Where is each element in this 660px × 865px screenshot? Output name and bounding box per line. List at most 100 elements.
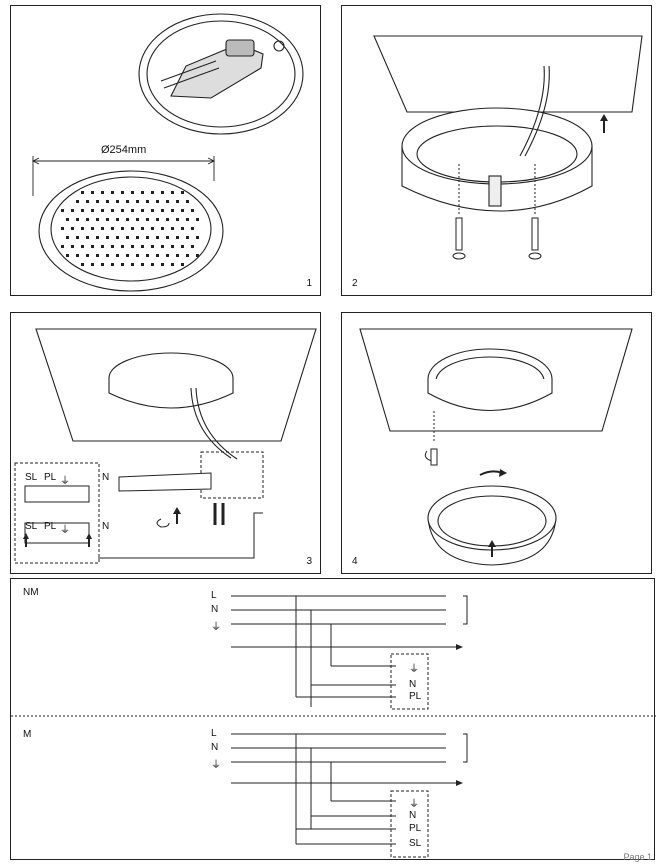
perforation-dot (121, 263, 124, 266)
nm-terminal-pl: PL (409, 691, 422, 702)
terminal-label-earth: ⏚ (60, 476, 70, 487)
perforation-dot (166, 218, 169, 221)
panel-number: 1 (306, 278, 312, 289)
perforation-dot (96, 254, 99, 257)
m-line-earth: ⏚ (211, 760, 221, 771)
perforation-dot (176, 236, 179, 239)
perforation-dot (171, 263, 174, 266)
perforation-dot (111, 209, 114, 212)
perforation-dot (126, 200, 129, 203)
perforation-dot (116, 200, 119, 203)
m-terminal-n: N (409, 810, 417, 821)
perforation-dot (141, 263, 144, 266)
reflector-plate-icon (38, 170, 224, 292)
perforation-dot (66, 254, 69, 257)
perforation-dot (66, 218, 69, 221)
panel-1: 1 Ø254mm (10, 5, 321, 296)
perforation-dot (76, 218, 79, 221)
perforation-dot (91, 191, 94, 194)
perforation-dot (146, 236, 149, 239)
perforation-dot (131, 191, 134, 194)
perforation-dot (126, 218, 129, 221)
perforation-dot (166, 254, 169, 257)
perforation-dot (171, 191, 174, 194)
perforation-dot (86, 254, 89, 257)
ceiling-plate-icon (373, 35, 643, 113)
perforation-dot (76, 254, 79, 257)
m-title: M (23, 729, 32, 740)
perforation-dot (111, 263, 114, 266)
terminal-block-icon (24, 485, 90, 544)
perforation-dot (146, 218, 149, 221)
perforation-dot (76, 200, 79, 203)
page-footer: Page 1 (623, 852, 652, 862)
perforation-dot (96, 218, 99, 221)
nm-line-earth: ⏚ (211, 622, 221, 633)
perforation-dot (151, 263, 154, 266)
perforation-dot (191, 245, 194, 248)
screw-icon (452, 164, 542, 260)
m-line-l: L (211, 728, 217, 739)
perforation-dot (126, 236, 129, 239)
perforation-dot (156, 218, 159, 221)
arrow-up-icon (488, 540, 496, 557)
perforation-dot (91, 245, 94, 248)
perforation-dot (176, 218, 179, 221)
perforation-dot (81, 191, 84, 194)
perforation-dot (166, 236, 169, 239)
screwdriver-icon (430, 411, 438, 466)
wiring-panel: NM L N ⏚ ⏚ N PL M L N ⏚ ⏚ N PL SL (10, 578, 656, 860)
perforation-dot (186, 254, 189, 257)
rotate-icon (424, 450, 433, 462)
arrow-right-icon (479, 469, 507, 477)
perforation-dot (116, 254, 119, 257)
perforation-dot (111, 191, 114, 194)
mount-base-diagram (373, 35, 643, 260)
diffuser-fitting-diagram (359, 328, 633, 566)
panel-4: 4 (341, 312, 652, 574)
perforation-dot (181, 227, 184, 230)
perforation-dot (121, 227, 124, 230)
terminal-label-sl: SL (25, 521, 38, 532)
panel-2: 2 (341, 5, 652, 296)
perforation-dot (101, 263, 104, 266)
ceiling-plate-icon (35, 328, 317, 442)
perforation-dot (181, 209, 184, 212)
perforation-dot (121, 191, 124, 194)
perforation-dot (86, 200, 89, 203)
terminal-label-pl: PL (44, 472, 57, 483)
perforation-dot (66, 236, 69, 239)
perforation-dot (81, 263, 84, 266)
perforation-dot (71, 227, 74, 230)
perforation-dot (151, 245, 154, 248)
perforation-dot (91, 209, 94, 212)
base-plate-icon (138, 13, 304, 135)
perforation-dot (76, 236, 79, 239)
perforation-dot (86, 236, 89, 239)
panel-number: 2 (352, 278, 358, 289)
perforation-dot (186, 218, 189, 221)
perforation-dot (106, 218, 109, 221)
perforation-dot (96, 200, 99, 203)
perforation-dot (116, 236, 119, 239)
perforation-dot (171, 227, 174, 230)
perforation-dot (96, 236, 99, 239)
perforation-dot (176, 254, 179, 257)
perforation-dot (131, 227, 134, 230)
nm-title: NM (23, 587, 39, 598)
perforation-dot (106, 254, 109, 257)
nm-line-l: L (211, 590, 217, 601)
arrow-up-icon (23, 507, 181, 547)
perforation-dot (196, 236, 199, 239)
perforation-dot (86, 218, 89, 221)
perforation-dot (106, 200, 109, 203)
perforation-dot (186, 200, 189, 203)
terminal-label-earth: ⏚ (60, 525, 70, 536)
perforation-dot (131, 245, 134, 248)
perforation-dot (131, 209, 134, 212)
perforation-dot (161, 245, 164, 248)
perforation-dot (181, 245, 184, 248)
perforation-dot (166, 200, 169, 203)
perforation-dot (171, 209, 174, 212)
nm-terminal-n: N (409, 679, 417, 690)
